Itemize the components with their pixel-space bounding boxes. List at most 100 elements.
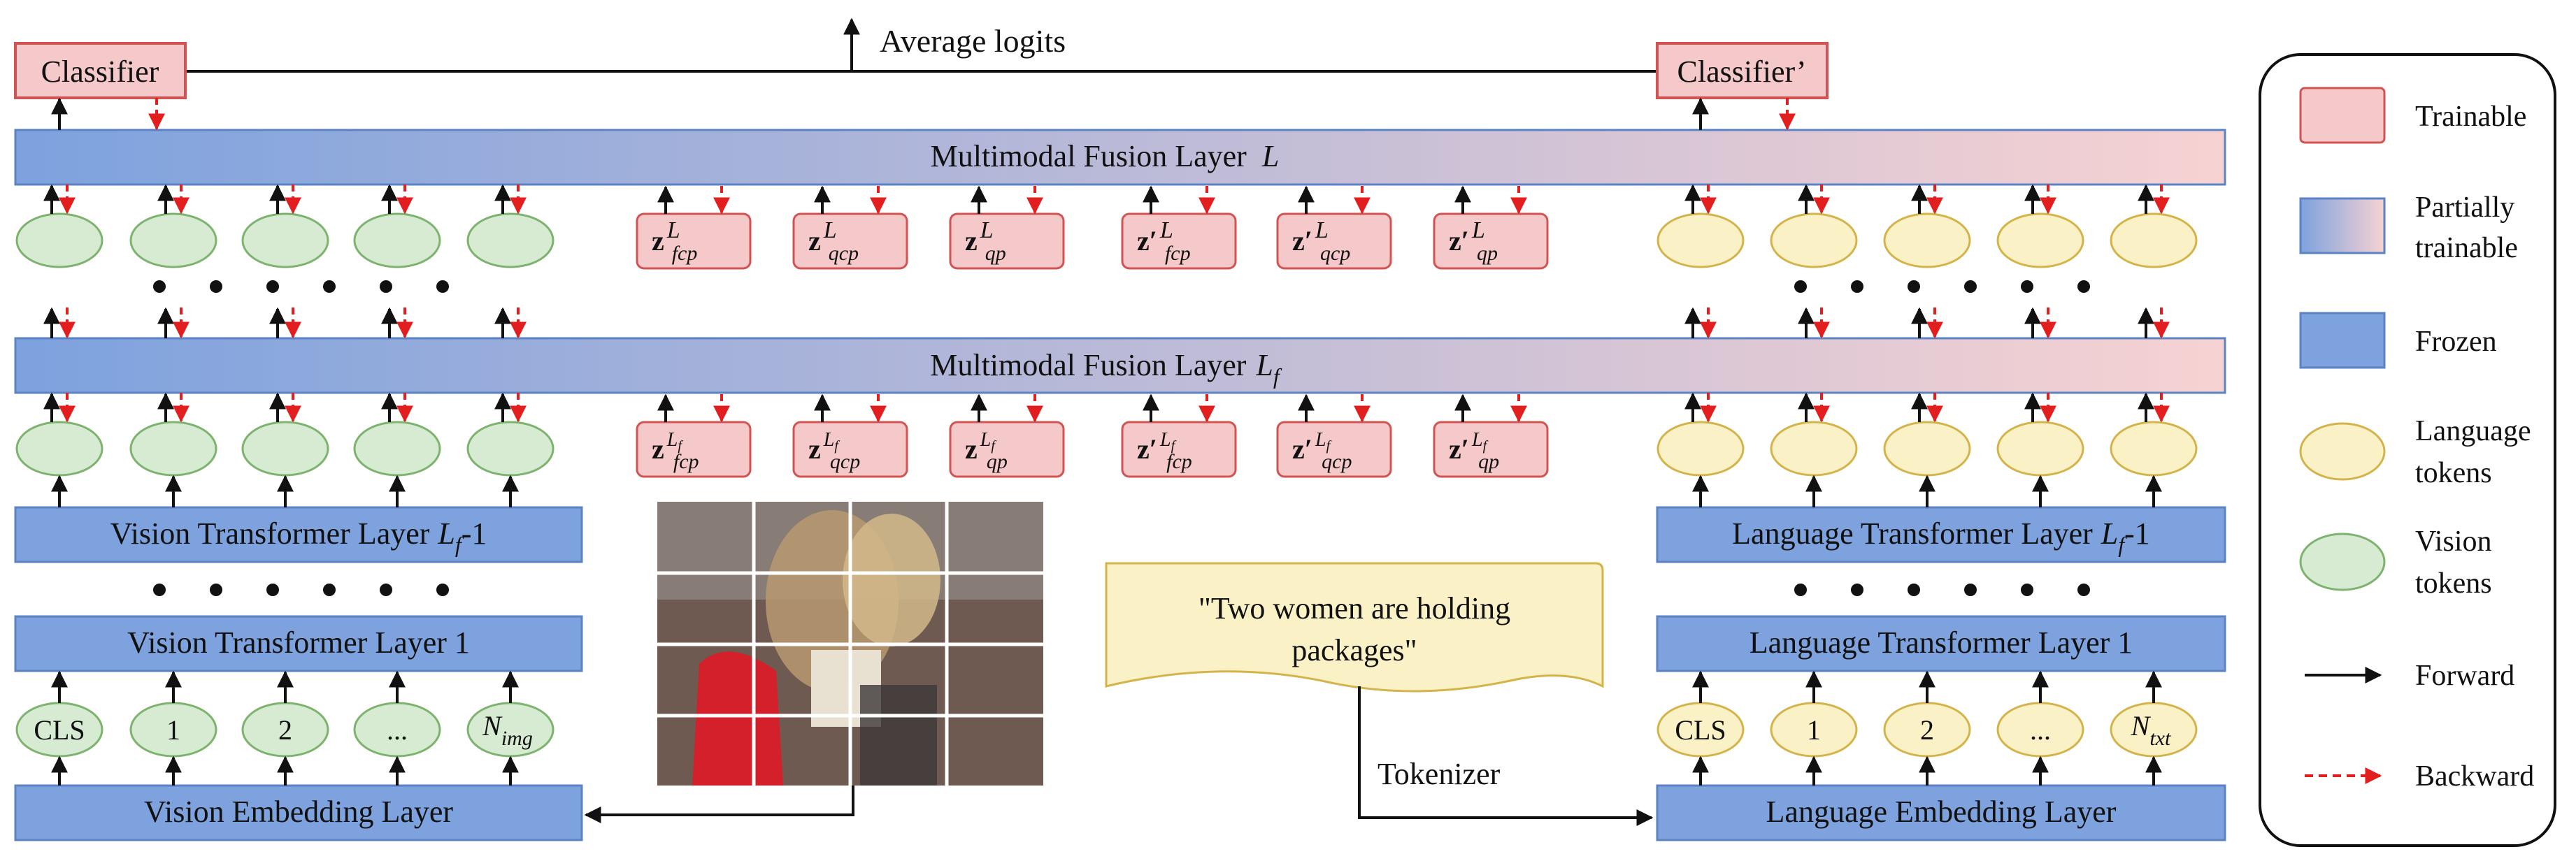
ellipsis-dot — [153, 584, 166, 596]
legend-frozen-swatch — [2299, 312, 2386, 369]
caption-line-1: "Two women are holding — [1198, 591, 1510, 625]
legend-vision-label-2: tokens — [2415, 567, 2492, 600]
language-token-n-txt: Ntxt — [2131, 710, 2171, 750]
vision-token — [241, 212, 329, 268]
caption-line-2: packages" — [1291, 633, 1417, 667]
language-token — [2110, 421, 2198, 477]
ellipsis-dot — [2077, 280, 2090, 293]
language-token — [1883, 212, 1971, 268]
ellipsis-dot — [1908, 584, 1920, 596]
vision-token — [129, 212, 217, 268]
ellipsis-dot — [1908, 280, 1920, 293]
language-input-tokens: CLS 1 2 ... Ntxt — [1656, 702, 2198, 758]
language-token-label: CLS — [1675, 714, 1726, 746]
classifier-right-label: Classifier’ — [1677, 55, 1807, 89]
language-transformer-layer-lf[interactable] — [1656, 506, 2226, 563]
input-image — [657, 502, 1043, 786]
classifier-right[interactable] — [1656, 42, 1829, 99]
classifier-left[interactable] — [14, 42, 187, 99]
ellipsis-dot — [2021, 280, 2033, 293]
prompt-token-box — [1276, 421, 1392, 478]
multimodal-fusion-layer-top[interactable] — [14, 129, 2226, 186]
prompt-token-box — [949, 421, 1065, 478]
ellipsis-dot — [323, 280, 336, 293]
ellipsis-dot — [380, 584, 392, 596]
prompt-token-box — [636, 421, 752, 478]
multimodal-fusion-layer-mid[interactable] — [14, 337, 2226, 394]
language-token-label: ... — [2030, 714, 2051, 746]
legend-language-label-1: Language — [2415, 415, 2531, 447]
legend: Trainable Partially trainable Frozen Lan… — [2259, 53, 2556, 847]
vision-token — [15, 421, 103, 477]
caption-note — [1105, 562, 1604, 693]
legend-vision-label-1: Vision — [2415, 526, 2492, 558]
legend-language-label-2: tokens — [2415, 457, 2492, 489]
vision-transformer-layer-1[interactable] — [14, 615, 583, 672]
legend-partial-swatch — [2299, 197, 2386, 254]
vision-token — [466, 421, 554, 477]
average-logits-label: Average logits — [880, 23, 1066, 59]
language-layer-1-label: Language Transformer Layer 1 — [1749, 625, 2133, 660]
vision-transformer-layer-lf[interactable] — [14, 506, 583, 563]
vision-token — [129, 421, 217, 477]
ellipsis-dot — [380, 280, 392, 293]
vision-input-tokens: CLS 1 2 ... Nimg — [15, 702, 554, 758]
image-to-embedding-arrow — [584, 786, 854, 823]
ellipsis-dot — [1851, 280, 1863, 293]
ellipsis-dot — [1964, 280, 1977, 293]
language-token — [1770, 212, 1858, 268]
ellipsis-dot — [266, 584, 279, 596]
image-red-bag — [692, 651, 783, 786]
vision-embedding-label: Vision Embedding Layer — [144, 795, 453, 829]
prompt-token-box — [1433, 421, 1549, 478]
prompt-token-box — [636, 212, 752, 270]
ellipsis-dot — [436, 280, 449, 293]
vision-token-label: ... — [387, 714, 408, 746]
classifier-left-label: Classifier — [41, 55, 159, 89]
vision-token — [466, 212, 554, 268]
vision-layer-1-label: Vision Transformer Layer 1 — [127, 625, 470, 660]
ellipsis-dot — [210, 280, 222, 293]
prompt-token-box — [1433, 212, 1549, 270]
language-embedding-layer[interactable] — [1656, 784, 2226, 841]
ellipsis-dot — [323, 584, 336, 596]
ellipsis-dot — [153, 280, 166, 293]
language-token — [1883, 421, 1971, 477]
vision-token — [241, 421, 329, 477]
caption-to-embedding-arrow — [1358, 686, 1654, 826]
language-embedding-label: Language Embedding Layer — [1766, 795, 2117, 829]
legend-frozen-label: Frozen — [2415, 326, 2497, 358]
language-token — [1656, 421, 1745, 477]
prompt-token-box — [792, 421, 908, 478]
legend-backward-label: Backward — [2415, 760, 2534, 793]
ellipsis-dot — [2021, 584, 2033, 596]
prompt-token-box — [1121, 212, 1237, 270]
ellipsis-dot — [1964, 584, 1977, 596]
legend-vision-swatch — [2299, 533, 2386, 591]
prompt-token-box — [949, 212, 1065, 270]
vision-token — [353, 212, 441, 268]
prompt-token-box — [792, 212, 908, 270]
vision-token-label: 2 — [278, 714, 292, 746]
vision-token-label: CLS — [34, 714, 85, 746]
legend-partial-label-2: trainable — [2415, 232, 2518, 264]
vision-embedding-layer[interactable] — [14, 784, 583, 841]
vision-token — [15, 212, 103, 268]
ellipsis-dot — [2077, 584, 2090, 596]
prompt-token-box — [1276, 212, 1392, 270]
language-transformer-layer-1[interactable] — [1656, 615, 2226, 672]
ellipsis-dot — [1794, 280, 1807, 293]
